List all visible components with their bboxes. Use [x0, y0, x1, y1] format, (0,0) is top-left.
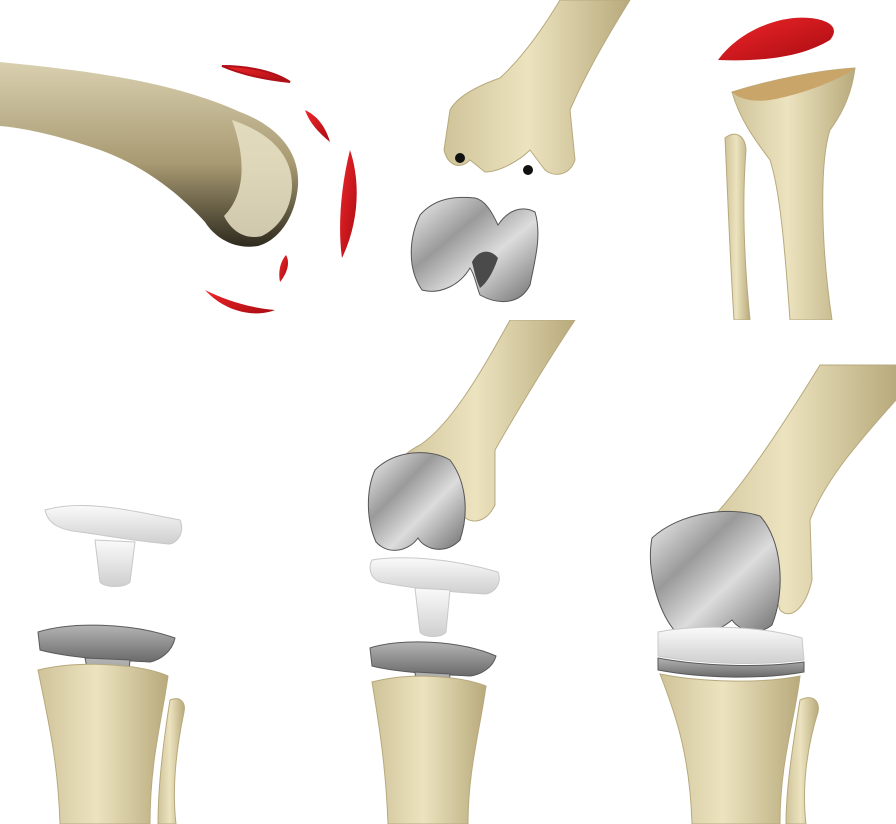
tibia [660, 674, 800, 824]
femoral-component [411, 197, 538, 301]
femoral-component-illustration [380, 0, 680, 320]
tibia [372, 676, 486, 824]
resected-fragment-anterior [305, 110, 330, 142]
resected-fragment-distal [340, 150, 357, 258]
peg-hole-right [523, 165, 533, 175]
insert-stem [95, 540, 135, 587]
resected-tibial-slice [718, 18, 834, 61]
polyethylene-insert [45, 505, 182, 544]
femoral-component [650, 511, 780, 633]
polyethylene-insert [658, 627, 804, 663]
resected-fragment-top [222, 66, 290, 82]
panel-tibial-components-exploded [0, 320, 300, 824]
fibula [725, 134, 750, 320]
tibial-tray [370, 642, 496, 676]
femur [444, 0, 630, 174]
resected-fragment-chamfer [279, 255, 288, 282]
tibia [732, 68, 855, 320]
assembled-knee-illustration [600, 320, 896, 824]
tibial-resection-illustration [680, 0, 896, 320]
panel-femur-distal-cuts [0, 0, 380, 320]
insert-stem [415, 588, 450, 637]
panel-tibial-resection [680, 0, 896, 320]
polyethylene-insert [370, 558, 499, 594]
tibia [38, 664, 168, 824]
tibial-tray [38, 625, 175, 662]
femur-cuts-illustration [0, 0, 380, 320]
peg-hole-left [455, 153, 465, 163]
resected-fragment-posterior [205, 290, 275, 313]
panel-femoral-component-alignment [380, 0, 680, 320]
panel-all-components-exploded [300, 320, 600, 824]
femoral-component [368, 453, 465, 551]
tibial-components-illustration [0, 320, 300, 824]
fibula [158, 699, 184, 824]
panel-assembled-knee-prosthesis [600, 320, 896, 824]
exploded-prosthesis-illustration [300, 320, 600, 824]
